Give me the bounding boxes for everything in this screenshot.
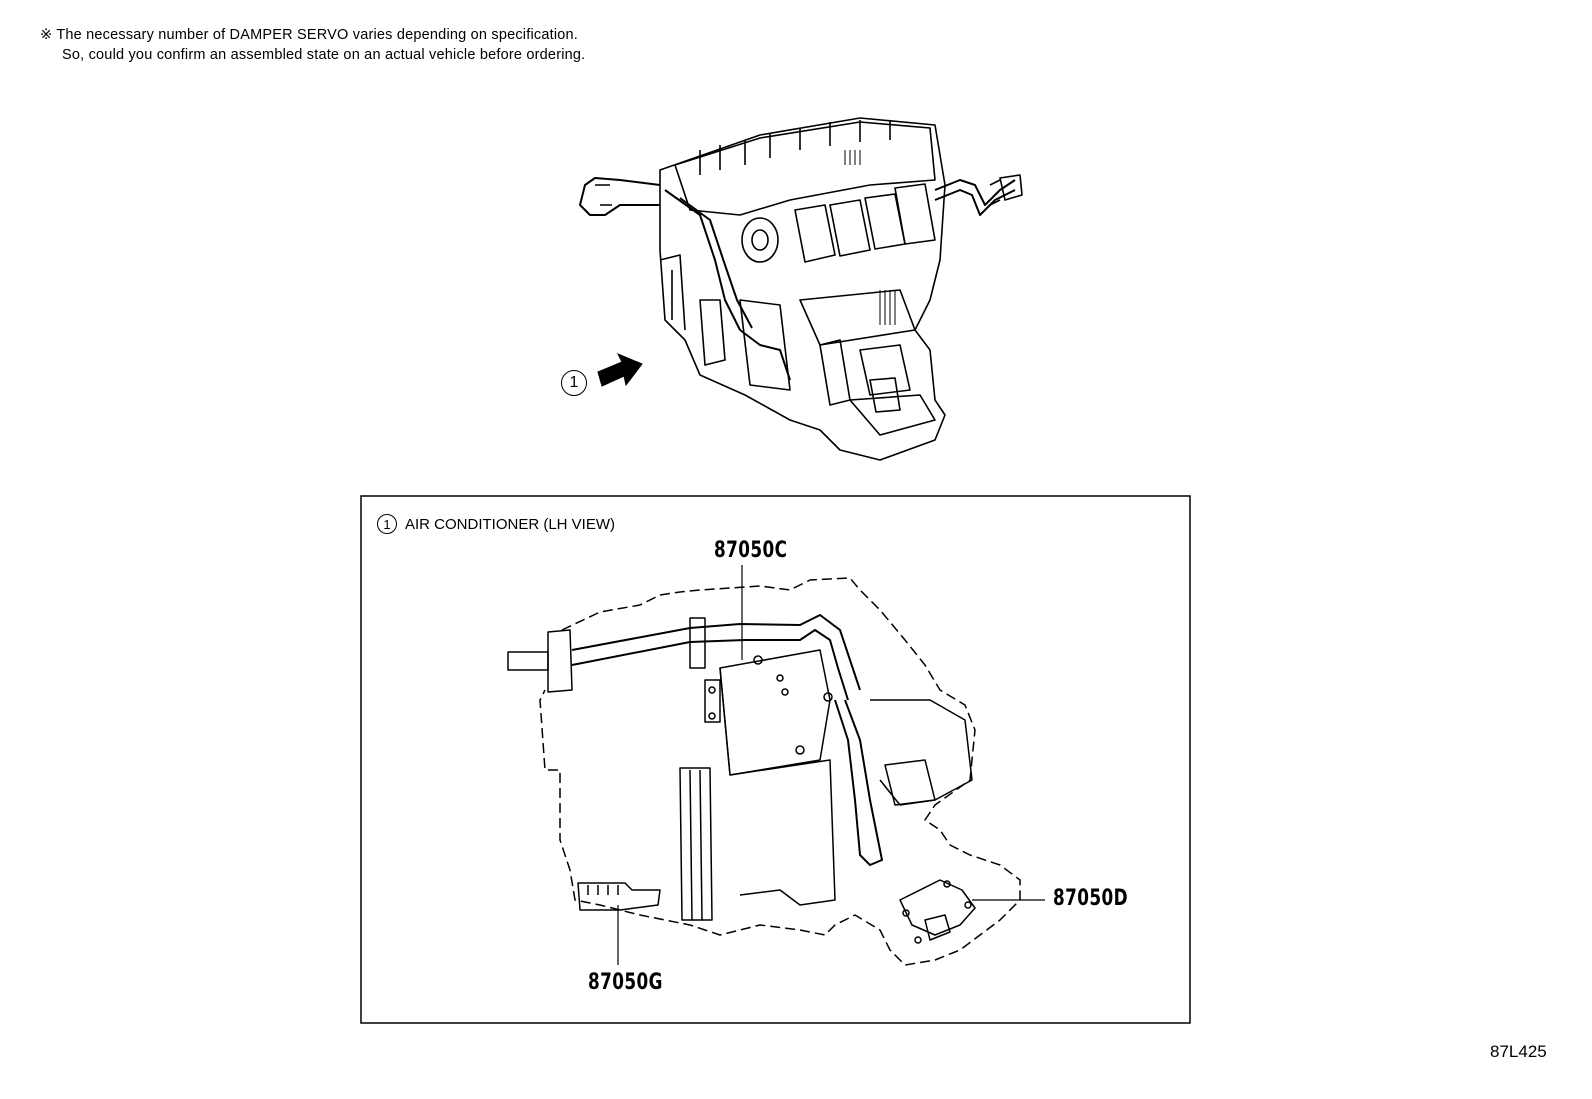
reference-number-circle: 1 (561, 370, 587, 396)
note-line-2: So, could you confirm an assembled state… (62, 47, 586, 63)
specification-note: ※ The necessary number of DAMPER SERVO v… (40, 25, 585, 65)
inset-title-text: AIR CONDITIONER (LH VIEW) (405, 515, 616, 533)
inset-number-circle: 1 (377, 514, 397, 534)
air-conditioner-lh-view (507, 565, 1045, 966)
reference-arrow (597, 353, 643, 387)
diagram-code: 87L425 (1490, 1042, 1547, 1061)
part-number-87050c[interactable]: 87050C (714, 538, 788, 563)
inset-title: 1 AIR CONDITIONER (LH VIEW) (377, 514, 615, 534)
part-number-87050d[interactable]: 87050D (1053, 886, 1129, 911)
inset-frame (360, 495, 1191, 1024)
part-number-87050g[interactable]: 87050G (588, 970, 663, 995)
hvac-unit-isometric (579, 117, 1023, 461)
note-line-1: ※ The necessary number of DAMPER SERVO v… (40, 27, 579, 43)
